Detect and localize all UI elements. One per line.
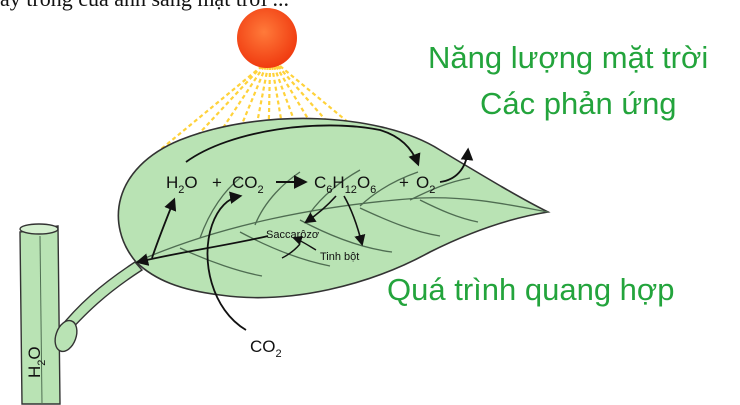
- reactant-water: H2O: [166, 173, 198, 196]
- plus-sign-2: +: [399, 173, 409, 192]
- energy-arrow: [185, 124, 421, 167]
- sun-icon: [237, 8, 297, 68]
- export-arrow: [135, 235, 269, 266]
- reactions-label: Các phản ứng: [480, 86, 677, 121]
- co2-intake-label: CO2: [250, 337, 282, 360]
- to-starch-arrow: [343, 195, 366, 247]
- h2o-stem-label: H2O: [25, 346, 48, 378]
- water-arrow: [151, 197, 177, 259]
- sucrose-down-arrow: [281, 243, 301, 259]
- stem-icon: [19, 223, 61, 405]
- sucrose-label: Saccarôzơ: [266, 229, 319, 241]
- starch-to-label-arrow: [292, 235, 317, 251]
- reactant-co2: CO2: [232, 173, 264, 196]
- oxygen-out-arrow: [439, 147, 474, 183]
- starch-label: Tinh bột: [320, 251, 359, 263]
- plus-sign-1: +: [212, 173, 222, 192]
- co2-in-arrow: [206, 191, 247, 331]
- photosynthesis-label: Quá trình quang hợp: [387, 272, 675, 307]
- to-sucrose-arrow: [304, 195, 337, 224]
- header-fragment: ây trong của ánh sáng mặt trời ...: [0, 0, 289, 12]
- solar-energy-label: Năng lượng mặt trời: [428, 40, 709, 75]
- petiole: [57, 261, 144, 344]
